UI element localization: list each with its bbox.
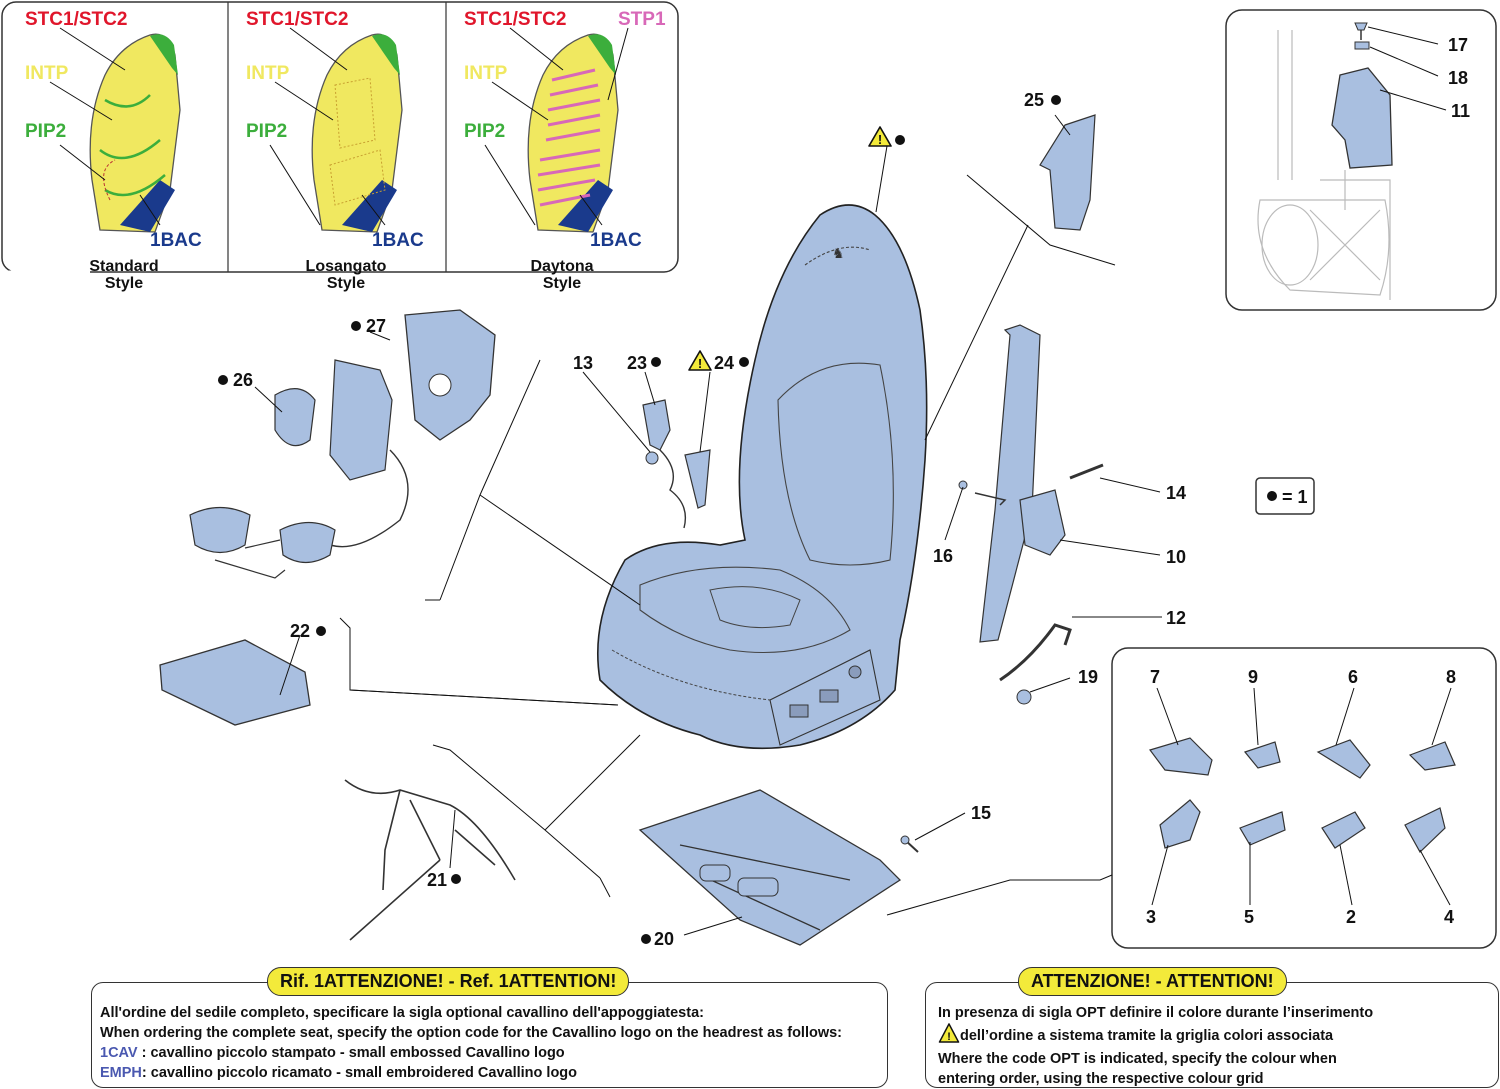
caption-daytona: Daytona — [530, 258, 593, 275]
part-16-label: 16 — [933, 546, 953, 566]
part-14-label: 14 — [1166, 483, 1186, 503]
part-24-buckle-cover — [684, 449, 711, 509]
colour-note-line-2: dell’ordine a sistema tramite la griglia… — [960, 1028, 1334, 1044]
part-13-washer — [645, 451, 659, 465]
svg-text:!: ! — [947, 1031, 951, 1043]
part-23-label: 23 — [627, 353, 647, 373]
part-6-label: 6 — [1348, 667, 1358, 687]
part-21-wiring-harness — [344, 779, 516, 941]
seatbelt-clips-inset: 7 9 6 8 3 5 2 4 — [1111, 647, 1497, 949]
pip-label-standard: PIP2 — [25, 121, 66, 142]
bac-label-losangato: 1BAC — [372, 230, 424, 251]
caption-daytona-style: Style — [543, 275, 581, 292]
bac-label-standard: 1BAC — [150, 230, 202, 251]
colour-note-line-3: Where the code OPT is indicated, specify… — [938, 1051, 1296, 1067]
ref1-note-line-1: All'ordine del sedile completo, specific… — [100, 1005, 704, 1021]
part-12-label: 12 — [1166, 608, 1186, 628]
warning-icon-part-24 — [688, 350, 712, 372]
colour-note-line-3b: when — [1299, 1051, 1337, 1067]
colour-note-title: ATTENZIONE! - ATTENTION! — [1018, 967, 1287, 996]
part-3-label: 3 — [1146, 907, 1156, 927]
caption-standard-style: Style — [105, 275, 143, 292]
stc-label-daytona: STC1/STC2 — [464, 9, 566, 30]
part-25-label: 25 — [1024, 90, 1044, 110]
part-27-backplate — [404, 309, 496, 441]
seatbelt-assembly — [958, 324, 1104, 705]
part-25-motor — [1039, 114, 1096, 231]
part-7-label: 7 — [1150, 667, 1160, 687]
cavallino-logo-mark: ♞ — [832, 247, 845, 262]
part-11-label: 11 — [1451, 101, 1470, 121]
part-4-label: 4 — [1444, 907, 1454, 927]
part-20-seat-frame — [638, 789, 902, 946]
bac-label-daytona: 1BAC — [590, 230, 642, 251]
part-10-label: 10 — [1166, 547, 1186, 567]
intp-label-losangato: INTP — [246, 63, 290, 84]
part-21-label: 21 — [427, 870, 447, 890]
intp-label-daytona: INTP — [464, 63, 508, 84]
caption-losangato-style: Style — [327, 275, 365, 292]
colour-note-line-1: In presenza di sigla OPT definire il col… — [938, 1005, 1374, 1021]
legend-quantity-box: = 1 — [1255, 477, 1315, 515]
stp-label-daytona: STP1 — [618, 9, 666, 30]
warning-icon-seat — [868, 126, 892, 148]
colour-note-line-4: entering order, using the respective col… — [938, 1071, 1264, 1087]
ref1-note-title: Rif. 1ATTENZIONE! - Ref. 1ATTENTION! — [267, 967, 630, 996]
part-8-label: 8 — [1446, 667, 1456, 687]
caption-losangato: Losangato — [306, 258, 387, 275]
part-18-label: 18 — [1448, 68, 1468, 88]
losangato-style-seat — [311, 33, 403, 233]
part-14-pin — [1069, 463, 1104, 480]
part-24-label: 24 — [714, 353, 734, 373]
part-17-label: 17 — [1448, 35, 1468, 55]
part-26-lumbar-pump — [189, 359, 409, 579]
pip-label-losangato: PIP2 — [246, 121, 287, 142]
seat-styles-panel: STC1/STC2 INTP PIP2 1BAC Standard Style … — [1, 1, 679, 292]
part-10-retractor — [1019, 489, 1066, 556]
intp-label-standard: INTP — [25, 63, 69, 84]
colour-attention-note: ATTENZIONE! - ATTENTION! In presenza di … — [925, 967, 1499, 1088]
ref1-note-line-2: When ordering the complete seat, specify… — [100, 1025, 843, 1041]
stc-label-losangato: STC1/STC2 — [246, 9, 348, 30]
pip-label-daytona: PIP2 — [464, 121, 505, 142]
warning-icon-note: ! — [938, 1023, 960, 1049]
seatbelt-guide-inset: 17 18 11 — [1225, 9, 1497, 311]
caption-standard: Standard — [89, 258, 158, 275]
part-22-label: 22 — [290, 621, 310, 641]
legend-quantity-text: = 1 — [1282, 487, 1308, 507]
part-12-rod — [999, 623, 1072, 682]
part-20-label: 20 — [654, 929, 674, 949]
part-15-bolt — [900, 835, 919, 853]
part-15-label: 15 — [971, 803, 991, 823]
part-9-label: 9 — [1248, 667, 1258, 687]
part-23-buckle — [642, 399, 671, 451]
ref1-code-emph-text: : cavallino piccolo ricamato - small emb… — [141, 1065, 578, 1081]
part-2-label: 2 — [1346, 907, 1356, 927]
complete-seat: ♞ — [597, 204, 928, 750]
daytona-style-seat — [527, 33, 619, 233]
part-26-label: 26 — [233, 370, 253, 390]
ref1-attention-note: Rif. 1ATTENZIONE! - Ref. 1ATTENTION! All… — [91, 967, 888, 1088]
part-5-label: 5 — [1244, 907, 1254, 927]
part-16-bolt — [958, 480, 968, 490]
ref1-code-emph: EMPH — [100, 1065, 142, 1081]
part-19-nut — [1016, 689, 1032, 705]
ref1-code-1cav: 1CAV — [100, 1045, 138, 1061]
part-22-control-unit — [159, 639, 311, 726]
ref1-code-1cav-text: : cavallino piccolo stampato - small emb… — [137, 1045, 565, 1061]
part-27-label: 27 — [366, 316, 386, 336]
part-13-label: 13 — [573, 353, 593, 373]
stc-label-standard: STC1/STC2 — [25, 9, 127, 30]
part-19-label: 19 — [1078, 667, 1098, 687]
